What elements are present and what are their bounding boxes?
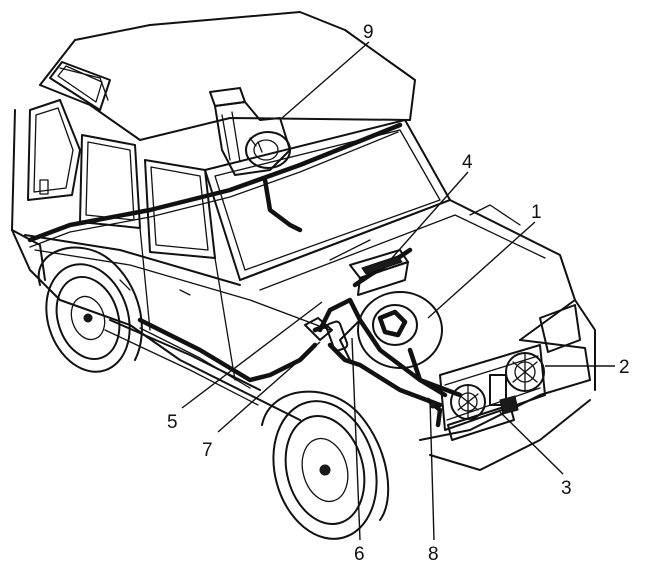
leader-8: [429, 399, 435, 541]
callout-5: 5: [167, 412, 178, 433]
callout-6: 6: [354, 544, 365, 565]
callout-7: 7: [202, 440, 213, 461]
leader-1: [427, 221, 536, 319]
refrigerant-pipes: [27, 122, 463, 408]
condenser-fans: [439, 344, 546, 431]
callout-3: 3: [561, 478, 572, 499]
leader-3: [499, 411, 564, 475]
leader-7: [217, 341, 321, 433]
callout-9: 9: [363, 22, 374, 43]
callout-1: 1: [531, 202, 542, 223]
leader-5: [181, 301, 323, 409]
callout-2: 2: [619, 357, 630, 378]
condenser-bracket: [447, 395, 519, 441]
leader-9: [281, 41, 370, 119]
rear-wheel: [37, 246, 143, 373]
front-wheel: [261, 390, 390, 540]
compressor: [339, 291, 443, 369]
vehicle-body: [11, 11, 596, 471]
leader-lines: [181, 41, 615, 541]
evaporator-box: [349, 249, 409, 296]
rear-blower-unit: [209, 87, 291, 176]
leader-6: [351, 337, 361, 541]
leader-4: [391, 171, 469, 259]
callout-8: 8: [428, 544, 439, 565]
callout-4: 4: [462, 152, 473, 173]
receiver-drier: [304, 317, 349, 352]
callout-labels: 9 4 1 2 3 5 7 6 8: [167, 22, 630, 565]
